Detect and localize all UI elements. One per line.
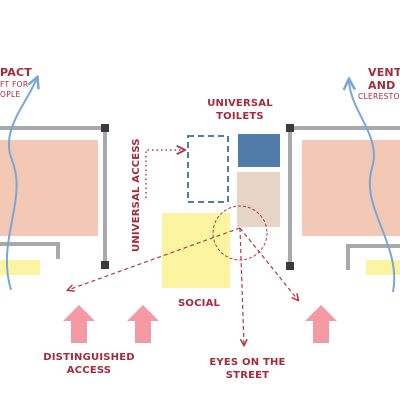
sightline-arrow-right bbox=[239, 227, 298, 300]
impact-sub-line-1: FT FOR bbox=[0, 80, 29, 89]
sightline-arrow-down bbox=[239, 227, 244, 345]
impact-sub-line-2: OPLE bbox=[0, 90, 21, 99]
universal-toilet-dashed bbox=[187, 135, 229, 203]
distinguished-access-line-2: ACCESS bbox=[66, 365, 112, 376]
universal-toilets-line-1: UNIVERSAL bbox=[207, 98, 273, 109]
left-wall-post-top bbox=[101, 124, 109, 132]
impact-title: PACT bbox=[0, 66, 32, 79]
view-circle bbox=[212, 205, 268, 261]
ventilation-title-line-2: AND F bbox=[368, 79, 400, 92]
left-lower-wall bbox=[0, 242, 60, 259]
eyes-on-street-line-2: STREET bbox=[225, 370, 270, 381]
beige-block bbox=[237, 172, 280, 227]
right-wall-post-bottom bbox=[286, 262, 294, 270]
access-arrow-2 bbox=[127, 305, 159, 343]
ventilation-sub: CLERESTO bbox=[358, 92, 400, 101]
right-room-fill bbox=[302, 140, 400, 236]
toilet-block bbox=[238, 134, 280, 167]
left-yellow-strip bbox=[0, 260, 40, 275]
access-arrow-1 bbox=[63, 305, 95, 343]
sightline-arrow-left bbox=[68, 227, 241, 290]
left-airflow-curve bbox=[5, 78, 37, 291]
right-airflow-curve bbox=[349, 80, 396, 293]
left-wall-post-bottom bbox=[101, 261, 109, 269]
eyes-on-street-line-1: EYES ON THE bbox=[209, 357, 286, 368]
left-room-fill bbox=[0, 140, 98, 236]
universal-access-label: UNIVERSAL ACCESS bbox=[131, 138, 142, 252]
right-yellow-strip bbox=[366, 260, 400, 275]
social-label: SOCIAL bbox=[178, 298, 221, 309]
right-lower-wall bbox=[346, 244, 400, 270]
access-arrow-3 bbox=[305, 305, 337, 343]
social-area bbox=[162, 213, 230, 288]
universal-access-route bbox=[145, 150, 184, 198]
universal-toilets-line-2: TOILETS bbox=[216, 111, 264, 122]
right-wall-post-top bbox=[286, 124, 294, 132]
ventilation-title-line-1: VENTI bbox=[368, 66, 400, 79]
distinguished-access-line-1: DISTINGUISHED bbox=[43, 352, 135, 363]
